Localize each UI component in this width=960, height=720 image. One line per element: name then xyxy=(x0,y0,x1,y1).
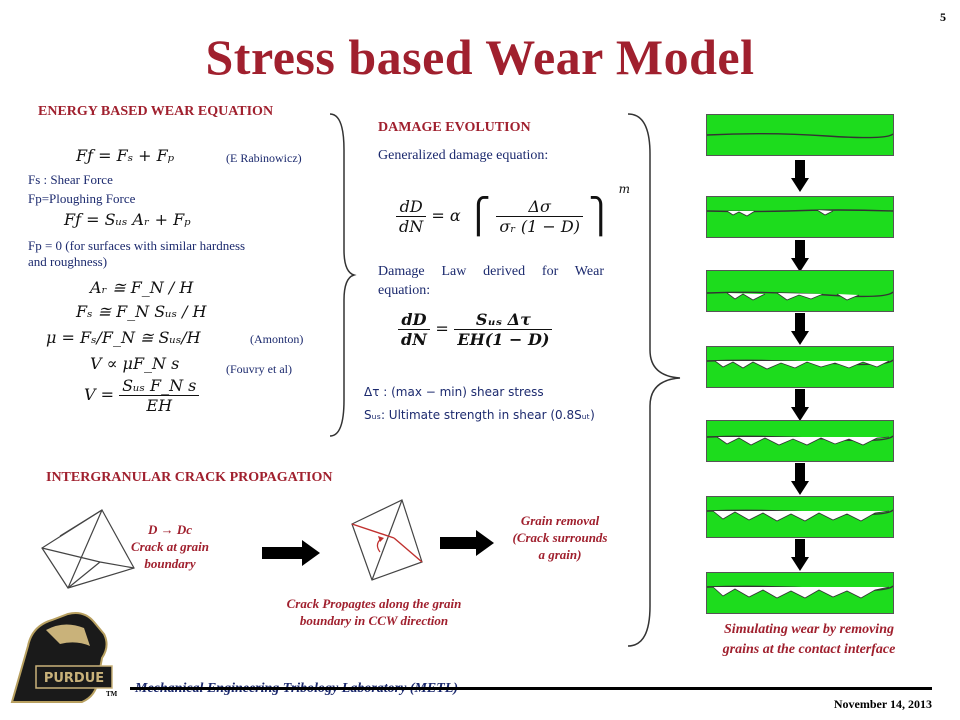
cite-rabinowicz: (E Rabinowicz) xyxy=(226,151,302,165)
crack-label-1-line2: Crack at grain boundary xyxy=(130,539,209,571)
eq-shear-force: Fₛ ≅ F_N Sᵤₛ / H xyxy=(76,302,207,321)
energy-heading: ENERGY BASED WEAR EQUATION xyxy=(38,104,274,119)
sim-arrow-6 xyxy=(791,539,809,571)
gen-lhs-den: dN xyxy=(399,217,424,236)
eq-wear-proportional: V ∝ μF_N s xyxy=(90,354,180,373)
gen-rhs-den: σᵣ (1 − D) xyxy=(499,217,580,236)
eq-friction-force: Fƒ = Fₛ + Fₚ xyxy=(76,146,175,165)
crack-label-2: Crack Propagtes along the grain boundary… xyxy=(286,596,462,628)
law-lhs-num: dD xyxy=(398,310,430,330)
sim-frame-2 xyxy=(706,196,894,238)
cite-amonton: (Amonton) xyxy=(250,332,304,346)
crack-label-1-line1: D → Dc xyxy=(147,522,193,537)
damage-heading: DAMAGE EVOLUTION xyxy=(378,120,531,135)
def-shear-force: Fs : Shear Force xyxy=(28,172,113,187)
def-delta-tau: Δτ : (max − min) shear stress xyxy=(364,385,544,399)
purdue-logo: PURDUE xyxy=(10,612,113,703)
eq-friction-expanded: Fƒ = Sᵤₛ Aᵣ + Fₚ xyxy=(64,210,191,229)
trademark-mark: TM xyxy=(106,690,118,698)
sim-frame-1 xyxy=(706,114,894,156)
gen-exponent: m xyxy=(618,182,631,196)
eq-real-area: Aᵣ ≅ F_N / H xyxy=(90,278,194,297)
gen-rhs-num: Δσ xyxy=(496,197,583,217)
page-number: 5 xyxy=(940,10,946,24)
gen-lhs-fraction: dD dN xyxy=(396,197,427,236)
purdue-logo-text: PURDUE xyxy=(44,671,104,686)
gen-rhs-fraction: Δσ σᵣ (1 − D) xyxy=(496,197,583,236)
law-rhs-fraction: Sᵤₛ Δτ EH(1 − D) xyxy=(454,310,553,349)
cite-fouvry: (Fouvry et al) xyxy=(226,362,292,376)
def-fp-zero: Fp = 0 (for surfaces with similar hardne… xyxy=(28,238,246,269)
sim-frame-6 xyxy=(706,496,894,538)
def-ploughing-force: Fp=Ploughing Force xyxy=(28,191,136,206)
eq-generalized-damage: dD dN = α ⎧ Δσ σᵣ (1 − D) ⎫ m xyxy=(396,182,630,237)
crack-label-1: D → Dc Crack at grain boundary xyxy=(118,521,222,572)
right-brace-damage xyxy=(627,113,681,647)
eq-wear-lhs: V = xyxy=(84,385,115,404)
law-lhs-fraction: dD dN xyxy=(398,310,430,349)
crack-heading: INTERGRANULAR CRACK PROPAGATION xyxy=(46,470,333,485)
eq-wear-numerator: Sᵤₛ F_N s xyxy=(119,376,200,396)
law-rhs-den: EH(1 − D) xyxy=(457,330,550,349)
flow-arrow-2 xyxy=(440,530,494,556)
eq-wear-fraction: Sᵤₛ F_N s EH xyxy=(119,376,200,415)
sim-arrow-4 xyxy=(791,389,809,421)
law-lhs-den: dN xyxy=(401,330,427,349)
eq-wear-volume: V = Sᵤₛ F_N s EH xyxy=(84,376,200,415)
damage-law-label: Damage Law derived for Wear equation: xyxy=(378,264,604,298)
sim-frame-4 xyxy=(706,346,894,388)
right-brace-energy xyxy=(329,113,357,437)
sim-frame-7 xyxy=(706,572,894,614)
gen-lhs-num: dD xyxy=(396,197,427,217)
footer-rule xyxy=(130,687,932,690)
crack-label-3: Grain removal (Crack surrounds a grain) xyxy=(512,513,608,562)
grain-diagram-2 xyxy=(351,499,423,581)
sim-frame-3 xyxy=(706,270,894,312)
gen-alpha: = α xyxy=(431,206,461,225)
eq-wear-denominator: EH xyxy=(146,396,173,415)
eq-friction-coeff: μ = Fₛ/F_N ≅ Sᵤₛ/H xyxy=(46,328,201,347)
sim-arrow-2 xyxy=(791,240,809,272)
sim-arrow-5 xyxy=(791,463,809,495)
def-ultimate-shear: Sᵤₛ: Ultimate strength in shear (0.8Sᵤₜ) xyxy=(364,408,595,422)
flow-arrow-1 xyxy=(262,540,320,566)
simulation-caption: Simulating wear by removing grains at th… xyxy=(722,622,896,657)
sim-arrow-1 xyxy=(791,160,809,192)
sim-frame-5 xyxy=(706,420,894,462)
law-rhs-num: Sᵤₛ Δτ xyxy=(454,310,553,330)
sim-arrow-3 xyxy=(791,313,809,345)
slide-title: Stress based Wear Model xyxy=(205,29,755,85)
footer-date: November 14, 2013 xyxy=(833,697,932,711)
generalized-label: Generalized damage equation: xyxy=(378,148,549,163)
eq-damage-law: dD dN = Sᵤₛ Δτ EH(1 − D) xyxy=(398,310,553,349)
grain-diagram-1 xyxy=(41,509,135,589)
